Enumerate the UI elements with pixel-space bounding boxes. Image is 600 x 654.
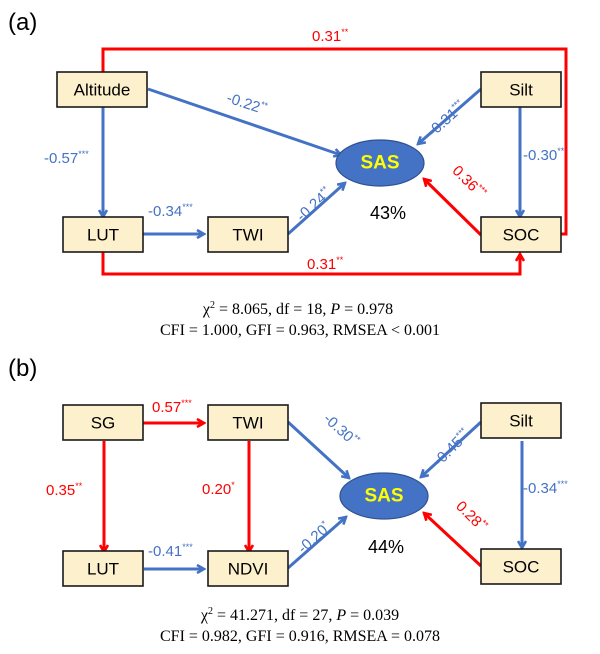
coef-twi-sas: -0.24** bbox=[293, 184, 336, 225]
node-twi-b: TWI bbox=[207, 404, 289, 441]
coef-altitude-sas: -0.22** bbox=[224, 89, 269, 119]
panel-b-label: (b) bbox=[8, 355, 37, 382]
node-soc-b: SOC bbox=[480, 548, 562, 585]
node-soc: SOC bbox=[480, 216, 562, 253]
node-silt-label: Silt bbox=[509, 81, 533, 100]
path-soc-sas bbox=[424, 513, 483, 568]
node-ndvi-label: NDVI bbox=[228, 560, 269, 579]
node-twi: TWI bbox=[207, 216, 289, 253]
coef-silt-soc: -0.34*** bbox=[523, 479, 568, 497]
coef-silt-sas: -0.31*** bbox=[424, 97, 470, 141]
coef-lut-twi: -0.34*** bbox=[148, 202, 193, 220]
node-twi-label: TWI bbox=[232, 226, 263, 245]
coef-altitude-lut: -0.57*** bbox=[44, 149, 89, 167]
node-lut-b-label: LUT bbox=[87, 560, 119, 579]
fit-stats-b-line1: χ2 = 41.271, df = 27, P = 0.039 bbox=[200, 606, 399, 624]
r-squared-a: 43% bbox=[370, 203, 406, 223]
node-altitude-label: Altitude bbox=[74, 81, 131, 100]
node-soc-b-label: SOC bbox=[503, 558, 540, 577]
node-sg: SG bbox=[62, 404, 144, 441]
path-ndvi-sas bbox=[287, 517, 346, 570]
node-twi-b-label: TWI bbox=[232, 414, 263, 433]
path-lut-soc bbox=[101, 252, 520, 276]
r-squared-b: 44% bbox=[368, 537, 404, 557]
node-sg-label: SG bbox=[91, 414, 116, 433]
coef-soc-sas: 0.36*** bbox=[449, 162, 490, 203]
node-soc-label: SOC bbox=[503, 226, 540, 245]
path-altitude-sas bbox=[147, 87, 341, 155]
node-lut-label: LUT bbox=[87, 226, 119, 245]
coef-lut-ndvi: -0.41*** bbox=[148, 542, 193, 560]
path-silt-sas bbox=[418, 87, 482, 144]
path-soc-sas bbox=[424, 179, 483, 237]
coef-altitude-soc: 0.31** bbox=[312, 27, 349, 45]
fit-stats-a-line2: CFI = 1.000, GFI = 0.963, RMSEA < 0.001 bbox=[160, 322, 440, 339]
node-lut-b: LUT bbox=[62, 550, 144, 587]
fit-stats-b-line2: CFI = 0.982, GFI = 0.916, RMSEA = 0.078 bbox=[160, 628, 440, 645]
coef-twi-sas: -0.30** bbox=[320, 409, 363, 450]
node-silt: Silt bbox=[480, 71, 562, 108]
coef-sg-twi: 0.57*** bbox=[152, 398, 192, 416]
path-twi-sas bbox=[286, 420, 349, 478]
coef-ndvi-sas: -0.20* bbox=[294, 518, 334, 557]
coef-lut-soc: 0.31** bbox=[307, 255, 344, 273]
node-silt-b: Silt bbox=[480, 402, 562, 439]
panel-a: (a) Altitude Silt LUT TWI SOC bbox=[8, 9, 568, 339]
panel-b: (b) SG TWI Silt LUT NDVI bbox=[8, 355, 568, 645]
node-sas-b-label: SAS bbox=[364, 486, 403, 507]
node-silt-b-label: Silt bbox=[509, 412, 533, 431]
node-sas-label: SAS bbox=[360, 153, 399, 174]
coef-soc-sas: 0.28** bbox=[452, 497, 491, 536]
panel-a-label: (a) bbox=[8, 9, 37, 36]
coef-silt-sas: -0.45*** bbox=[430, 425, 475, 470]
node-ndvi: NDVI bbox=[207, 550, 289, 587]
node-sas: SAS bbox=[335, 139, 425, 187]
node-altitude: Altitude bbox=[56, 71, 148, 108]
node-sas-b: SAS bbox=[339, 472, 429, 520]
node-lut: LUT bbox=[62, 216, 144, 253]
coef-silt-soc: -0.30** bbox=[523, 146, 565, 164]
path-twi-sas bbox=[286, 183, 345, 236]
path-silt-sas bbox=[421, 420, 483, 477]
coef-twi-ndvi: 0.20* bbox=[202, 480, 235, 498]
coef-sg-lut: 0.35** bbox=[46, 481, 83, 499]
fit-stats-a-line1: χ2 = 8.065, df = 18, P = 0.978 bbox=[202, 300, 393, 318]
